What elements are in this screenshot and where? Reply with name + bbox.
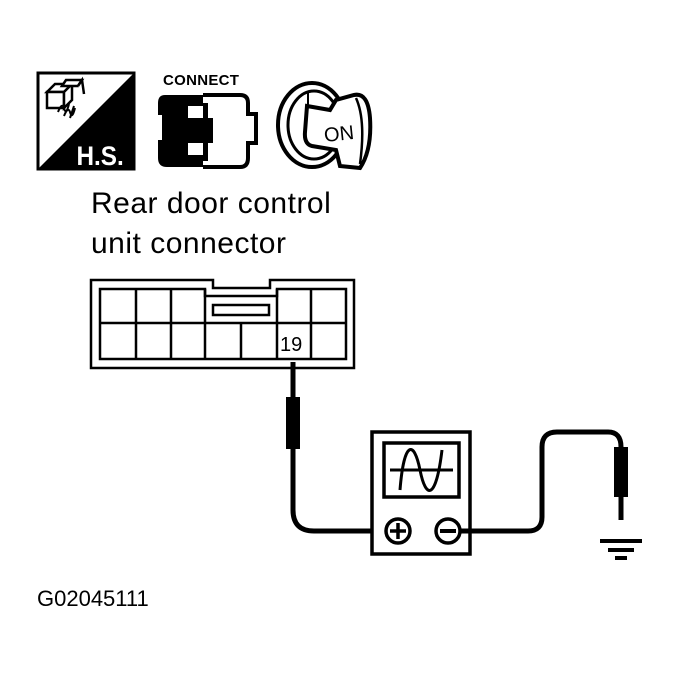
connect-label: CONNECT — [163, 72, 240, 89]
terminal-19-label: 19 — [280, 334, 302, 356]
negative-probe-wire — [460, 429, 628, 534]
negative-terminal-icon — [434, 517, 462, 545]
positive-probe-wire — [286, 362, 384, 534]
connect-icon — [158, 93, 258, 169]
oscilloscope-waveform-icon — [390, 448, 453, 492]
on-label: ON — [323, 122, 355, 147]
connector-title-line-2: unit connector — [91, 227, 287, 260]
ground-icon — [600, 539, 642, 560]
figure-id: G02045111 — [37, 586, 149, 611]
harness-service-icon — [36, 71, 136, 171]
hs-label: H.S. — [77, 142, 124, 171]
connector-title-line-1: Rear door control — [91, 187, 332, 220]
oscilloscope-meter — [370, 430, 472, 556]
positive-terminal-icon — [384, 517, 412, 545]
connector-face — [89, 278, 356, 370]
ignition-key-icon — [276, 81, 373, 171]
